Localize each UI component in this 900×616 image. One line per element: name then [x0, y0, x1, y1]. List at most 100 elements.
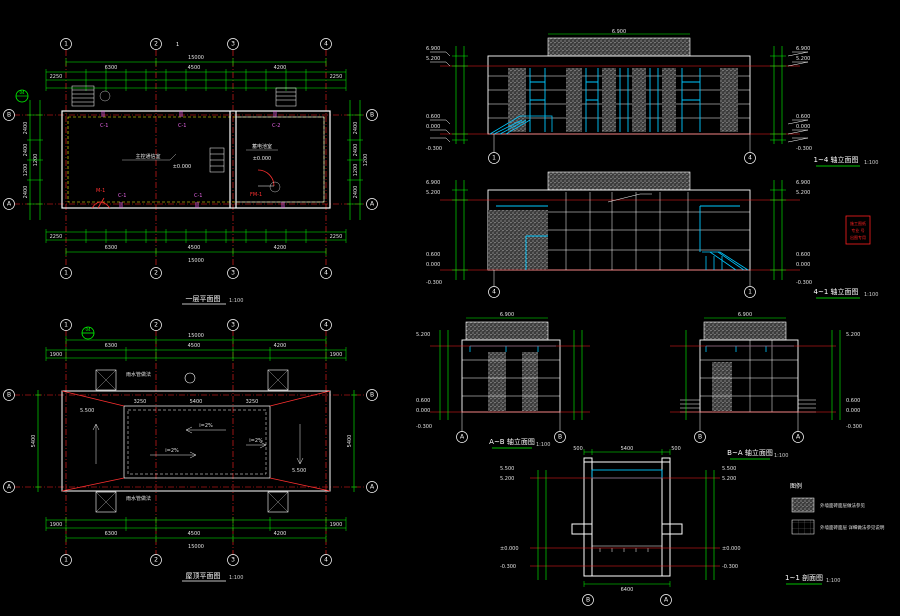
elev-level-tag: 6.900: [426, 46, 440, 52]
elev-ba-title: B~A 轴立面图: [727, 448, 773, 457]
elev-ab-scale: 1:100: [536, 442, 550, 448]
plan-roof-title: 屋顶平面图: [186, 572, 221, 580]
plan-roof-bay-dim: 4500: [188, 343, 201, 349]
door-symbols: [91, 169, 275, 209]
elev-level-tag: 6.900: [796, 180, 810, 186]
door-tag: C-1: [178, 123, 186, 129]
svg-text:3: 3: [231, 270, 235, 277]
section-1-1: 500 5400 500 6400 5.500 5.200 ±0.000 -0.…: [500, 446, 840, 606]
elev-top-dim: 6.900: [612, 29, 626, 35]
svg-text:3: 3: [231, 322, 235, 329]
elev-41-title: 4~1 轴立面图: [814, 287, 859, 296]
svg-text:1: 1: [64, 41, 68, 48]
svg-text:A: A: [370, 201, 375, 208]
svg-text:1: 1: [64, 322, 68, 329]
legend-swatch-grid: [791, 519, 815, 535]
level-tag: 5.500: [292, 468, 306, 474]
slope-label: i=2%: [165, 448, 179, 454]
elev-top-dim: 6.900: [738, 312, 752, 318]
elev-axis-label: 1: [748, 289, 752, 296]
elev-level-tag: 6.900: [426, 180, 440, 186]
plan-ground-bay-dim: 4200: [274, 65, 287, 71]
elev-level-tag: 5.200: [426, 190, 440, 196]
elev-level-tag: 0.600: [426, 252, 440, 258]
approval-stamp: 施工图纸 专业 号 出图专用: [845, 215, 871, 245]
elev-axis-label: 4: [748, 155, 752, 162]
elev-level-tag: -0.300: [416, 424, 432, 430]
elev-axis-label: 4: [492, 289, 496, 296]
svg-text:专业 号: 专业 号: [851, 227, 864, 233]
svg-text:B: B: [7, 112, 11, 119]
plan-ground-bay-dim: 6300: [105, 65, 118, 71]
plan-roof-edge-dim: 1900: [330, 352, 343, 358]
plan-ground-side-dim: 1200: [353, 164, 359, 177]
slope-label: i=2%: [199, 423, 213, 429]
plan-roof-side-dim: 5400: [347, 435, 353, 448]
plan-roof-scale: 1:100: [229, 575, 243, 581]
section-axis-label: B: [586, 597, 590, 604]
plan-ground-detail-ref2: 1: [176, 42, 179, 48]
elev-level-tag: 5.200: [796, 190, 810, 196]
plan-roof-edge-dim: 1900: [50, 352, 63, 358]
plan-roof-bay-dim: 4200: [274, 531, 287, 537]
plan-roof-bay-dim: 6300: [105, 343, 118, 349]
elev-level-tag: -0.300: [796, 280, 812, 286]
entry-steps: [71, 85, 297, 173]
elev-level-tag: -0.300: [846, 424, 862, 430]
svg-text:4: 4: [324, 557, 328, 564]
plan-ground-side-dim: 2400: [353, 122, 359, 135]
plan-roof-bay-dim: 6300: [105, 531, 118, 537]
section-level-tag: 5.200: [500, 476, 514, 482]
section-top-dim: 500: [573, 446, 583, 452]
plan-roof-row-axis: B A B A: [3, 389, 378, 493]
callout-label: 雨水管做法: [126, 495, 151, 502]
svg-text:2: 2: [154, 322, 158, 329]
plan-ground-scale: 1:100: [229, 298, 243, 304]
section-top-dim: 5400: [621, 446, 634, 452]
plan-ground-bay-dim: 6300: [105, 245, 118, 251]
elev-level-tag: -0.300: [426, 280, 442, 286]
section-level-tag: -0.300: [722, 564, 738, 570]
plan-ground-side-dim: 1200: [23, 164, 29, 177]
plan-ground-bay-dim: 4200: [274, 245, 287, 251]
elev-ba-scale: 1:100: [774, 453, 788, 459]
window-tag: C-1: [194, 193, 202, 199]
svg-text:B: B: [370, 392, 374, 399]
section-bottom-dim: 6400: [621, 587, 634, 593]
plan-ground-bay-dim: 4500: [188, 245, 201, 251]
plan-ground-bay-dim: 4500: [188, 65, 201, 71]
plan-roof-detail-ref: 04: [85, 327, 91, 332]
plan-ground-col-axis-top: 1 2 3 4: [60, 38, 332, 50]
svg-text:4: 4: [324, 41, 328, 48]
svg-text:出图专用: 出图专用: [850, 234, 866, 240]
svg-text:B: B: [370, 112, 374, 119]
legend-item: 外墙面砖面层做法参见: [820, 502, 865, 509]
room-label: 蓄电池室: [252, 143, 272, 150]
section-level-tag: ±0.000: [500, 546, 519, 552]
elev-level-tag: 0.000: [416, 408, 430, 414]
elev-level-tag: 0.600: [426, 114, 440, 120]
plan-roof-bay-dim: 4500: [188, 531, 201, 537]
plan-ground-side-dim: 1200: [33, 154, 39, 167]
elev-level-tag: 0.000: [796, 124, 810, 130]
legend-item: 外墙面砖面层 详细做法参见说明: [820, 524, 885, 531]
elev-level-tag: 0.000: [426, 262, 440, 268]
plan-roof-inner-dim: 3250: [246, 399, 259, 405]
level-tag: ±0.000: [173, 164, 192, 170]
section-level-tag: -0.300: [500, 564, 516, 570]
plan-roof-total-dim-bottom: 15000: [188, 544, 204, 550]
plan-ground-col-axis-bottom: 1 2 3 4: [60, 267, 332, 279]
elev-level-tag: 5.200: [796, 56, 810, 62]
elev-level-tag: 0.600: [796, 114, 810, 120]
plan-ground-detail-ref: 04: [19, 90, 25, 95]
elev-level-tag: -0.300: [426, 146, 442, 152]
elev-14-title: 1~4 轴立面图: [814, 155, 859, 164]
elev-axis-label: B: [698, 434, 702, 441]
door-tag: C-2: [272, 123, 280, 129]
ground-floor-plan: 1 2 3 4 1 2 3 4 B A B A 15000 15000 6300…: [3, 38, 378, 305]
svg-text:1: 1: [64, 270, 68, 277]
section-axis-label: A: [664, 597, 669, 604]
elevation-a-b: A B 6.900 5.200 0.600 0.000 -0.300 A~B 轴…: [416, 312, 590, 449]
elev-axis-label: A: [796, 434, 801, 441]
